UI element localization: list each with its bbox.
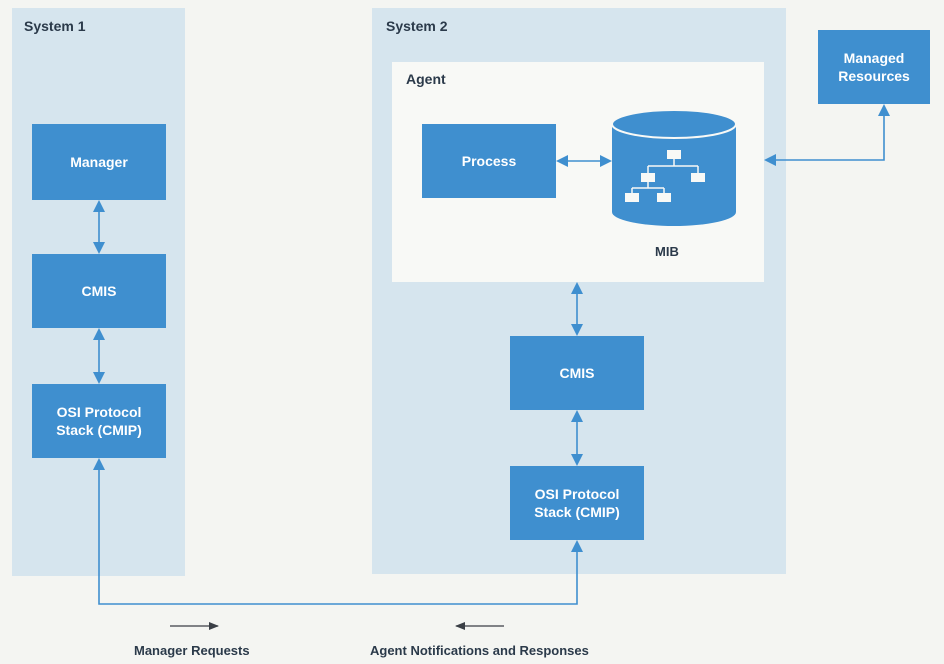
arrow-mib-resources [764, 104, 890, 166]
system1-stack-box: OSI Protocol Stack (CMIP) [32, 384, 166, 458]
agent-title: Agent [406, 71, 446, 87]
process-box: Process [422, 124, 556, 198]
mib-database-icon [611, 109, 737, 226]
system1-title: System 1 [24, 18, 86, 34]
managed-resources-box: Managed Resources [818, 30, 930, 104]
mib-label: MIB [655, 244, 679, 259]
tree-hierarchy-icon [625, 150, 705, 202]
system2-title: System 2 [386, 18, 448, 34]
link-stack1-stack2 [93, 458, 583, 605]
system2-cmis-box: CMIS [510, 336, 644, 410]
system1-manager-box: Manager [32, 124, 166, 200]
manager-requests-label: Manager Requests [134, 643, 250, 658]
agent-notifications-label: Agent Notifications and Responses [370, 643, 589, 658]
system1-cmis-box: CMIS [32, 254, 166, 328]
